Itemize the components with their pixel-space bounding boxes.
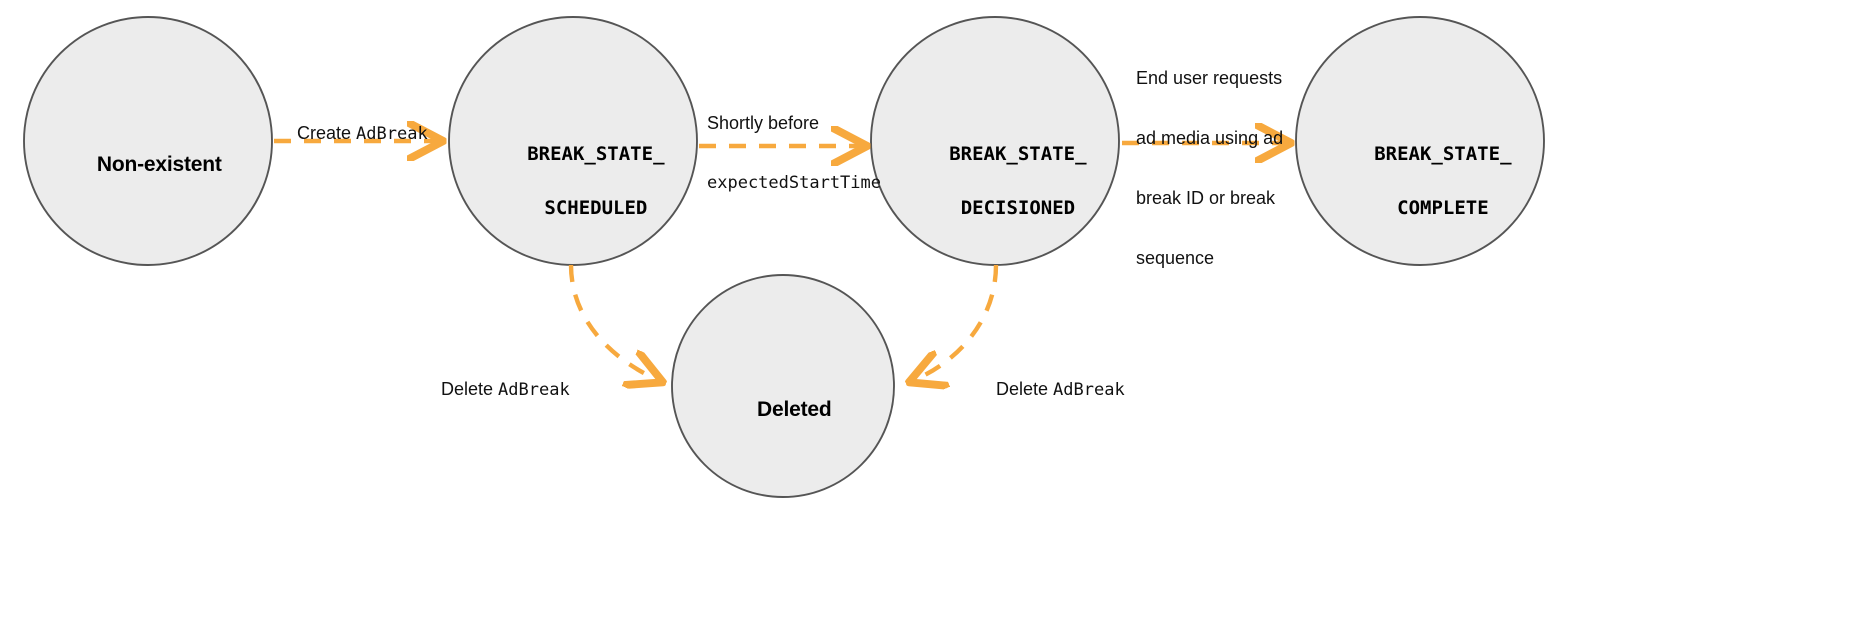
- edge-delete-adbreak-from-scheduled[interactable]: [568, 264, 660, 381]
- node-circle-non-existent[interactable]: [23, 16, 273, 266]
- node-circle-break-state-decisioned[interactable]: [870, 16, 1120, 266]
- node-deleted[interactable]: [671, 274, 895, 498]
- node-circle-break-state-complete[interactable]: [1295, 16, 1545, 266]
- node-break-state-complete[interactable]: [1295, 16, 1545, 266]
- node-non-existent[interactable]: [23, 16, 273, 266]
- edge-line-delete-from-scheduled: [568, 264, 660, 381]
- edge-line-delete-from-decisioned: [912, 264, 999, 381]
- edge-delete-adbreak-from-decisioned[interactable]: [912, 264, 999, 381]
- node-break-state-decisioned[interactable]: [870, 16, 1120, 266]
- node-break-state-scheduled[interactable]: [448, 16, 698, 266]
- node-circle-deleted[interactable]: [671, 274, 895, 498]
- node-circle-break-state-scheduled[interactable]: [448, 16, 698, 266]
